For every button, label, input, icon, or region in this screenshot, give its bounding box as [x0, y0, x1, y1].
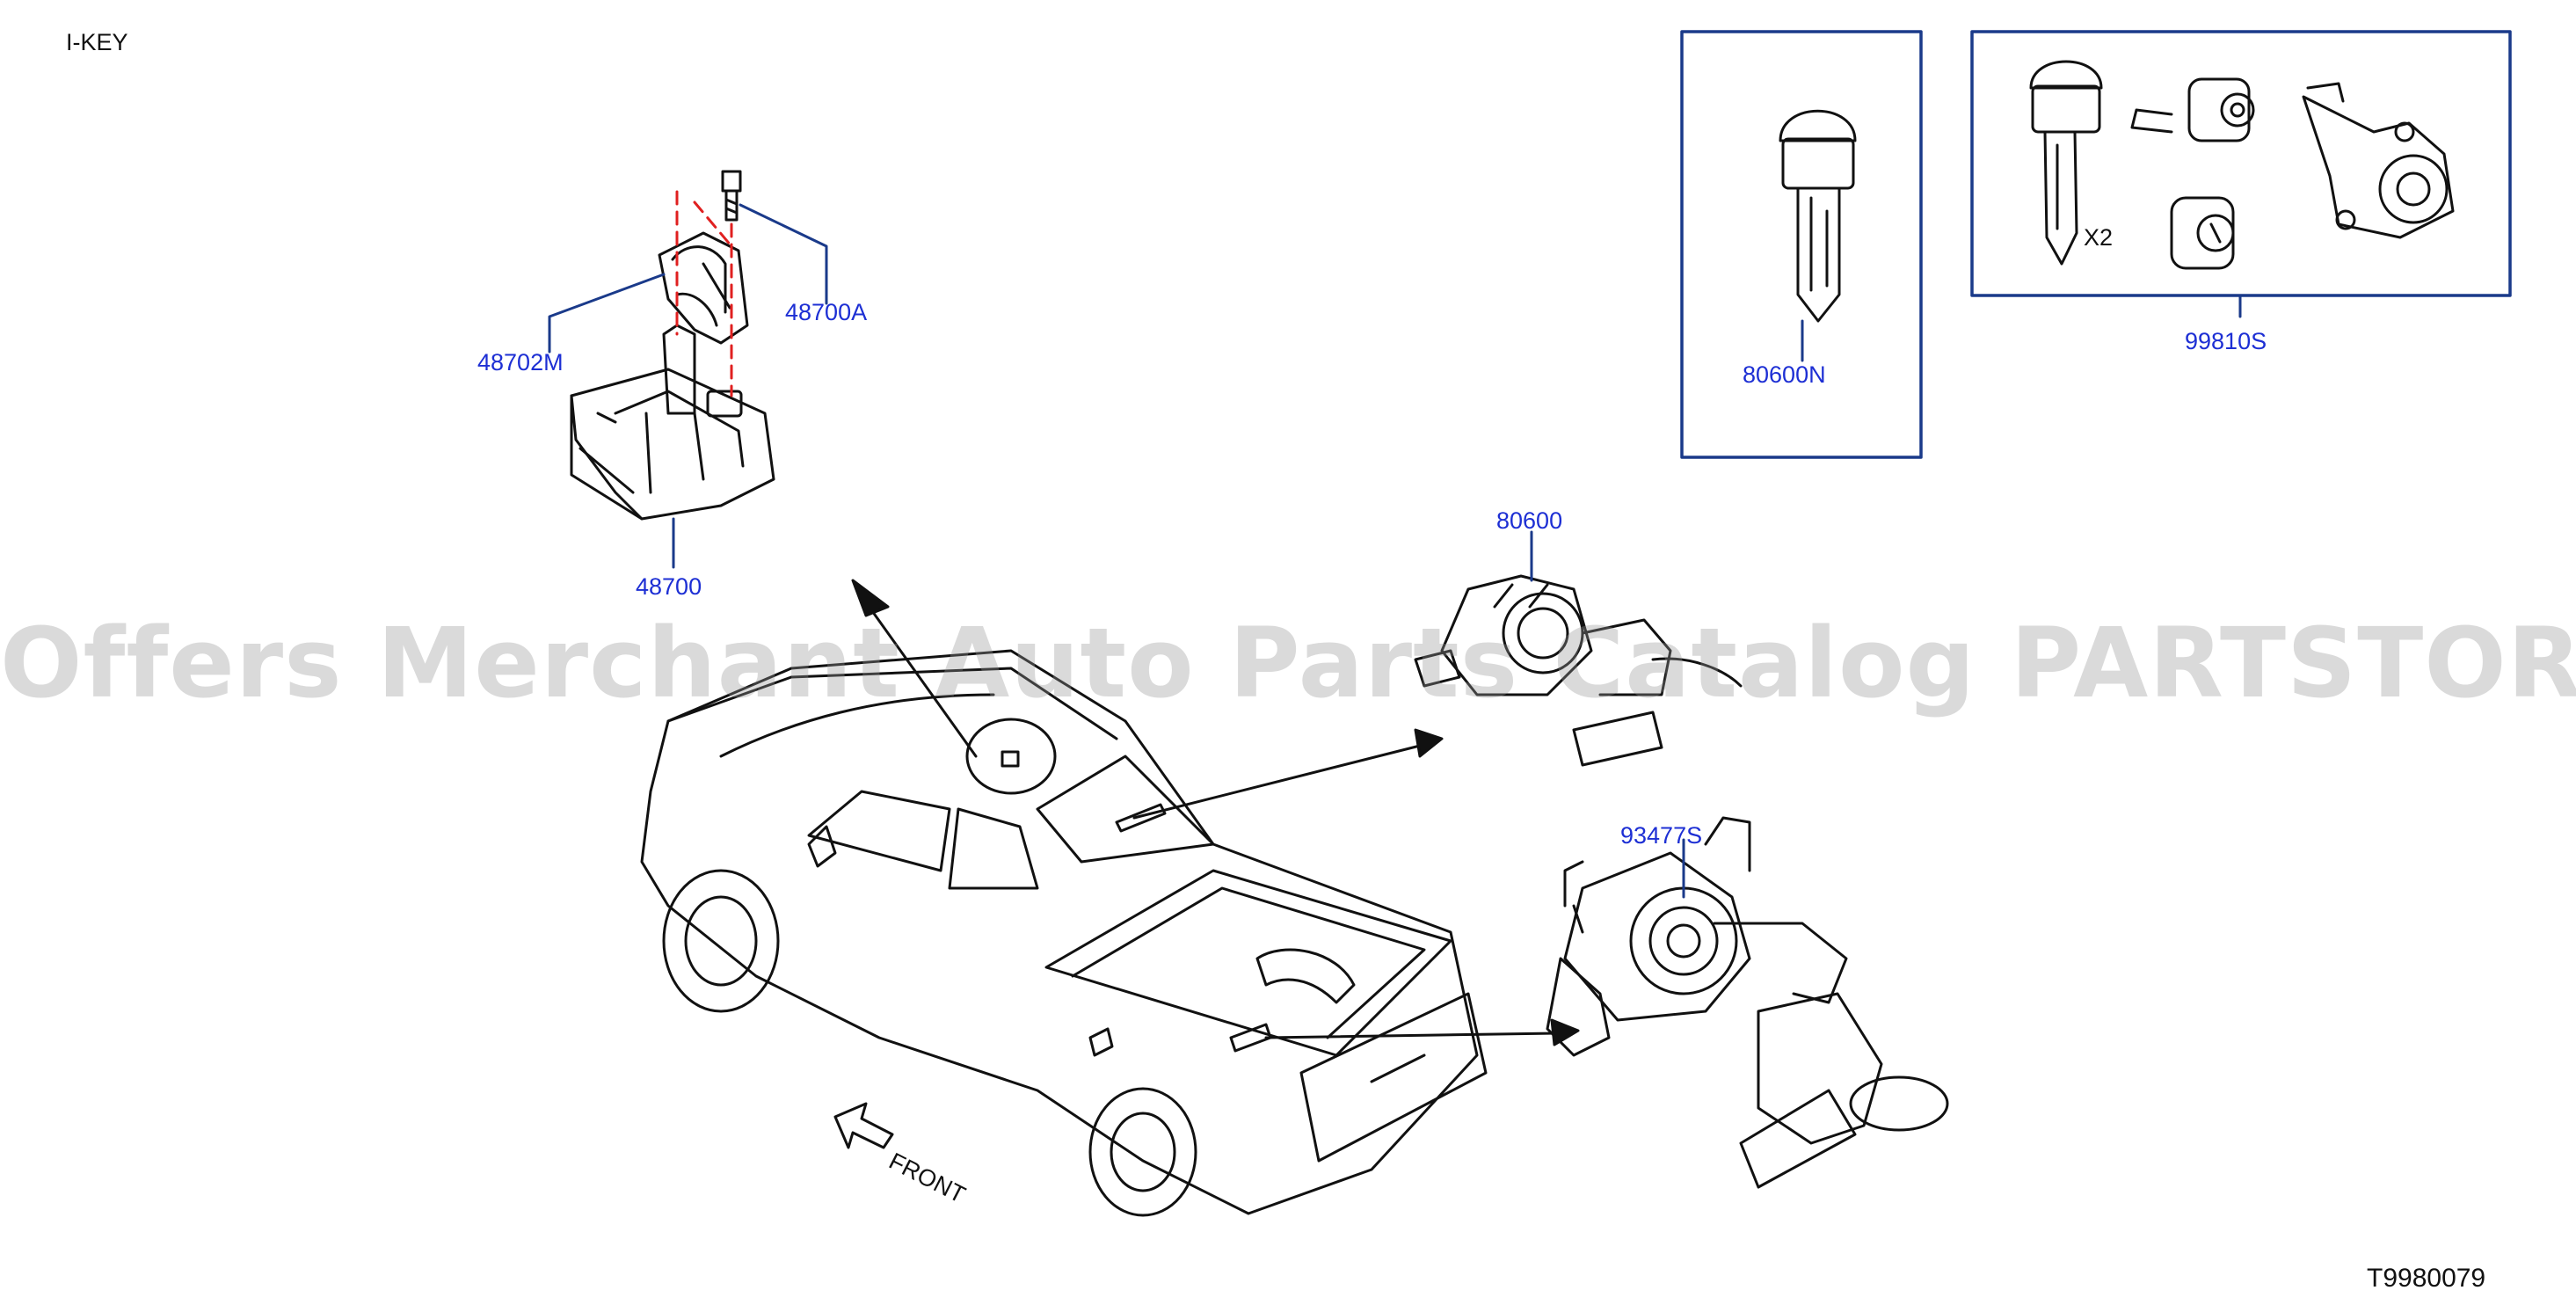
front-arrow-icon [833, 1102, 894, 1149]
watermark: Offers Merchant Auto Parts Catalog PARTS… [0, 607, 2576, 719]
leader-lines-lock [548, 203, 828, 569]
door-lock-cylinder-80600 [1414, 574, 1743, 767]
key-blade-80600N [1779, 109, 1857, 323]
part-label-48700A[interactable]: 48700A [785, 299, 868, 325]
figure-code: T9980079 [2367, 1264, 2486, 1293]
bolt-alignment-lines [675, 190, 733, 397]
key-box-80600N [1680, 30, 1923, 459]
part-label-48702M[interactable]: 48702M [477, 349, 564, 375]
kit-box-99810S [1970, 30, 2512, 297]
part-label-80600N[interactable]: 80600N [1743, 361, 1826, 388]
part-label-99810S[interactable]: 99810S [2185, 328, 2267, 354]
kit-quantity-label: X2 [2084, 224, 2114, 251]
kit-ignition-barrel-icon [2170, 196, 2235, 270]
kit-key-icon [2029, 60, 2103, 266]
part-label-80600[interactable]: 80600 [1496, 507, 1563, 534]
part-label-93477S[interactable]: 93477S [1620, 822, 1703, 849]
callout-arrows [851, 579, 1580, 1046]
lock-bracket-48702M [658, 231, 749, 345]
section-title: I-KEY [66, 29, 128, 55]
part-label-48700[interactable]: 48700 [636, 573, 702, 600]
kit-handle-cylinder-icon [2302, 82, 2455, 239]
pickup-truck-outline [640, 649, 1488, 1217]
tailgate-lock-cylinder-93477S [1546, 816, 1949, 1189]
shear-bolt-48700A [721, 170, 742, 222]
steering-lock-unit-48700 [570, 324, 775, 521]
kit-cylinder-icon [2130, 77, 2255, 142]
